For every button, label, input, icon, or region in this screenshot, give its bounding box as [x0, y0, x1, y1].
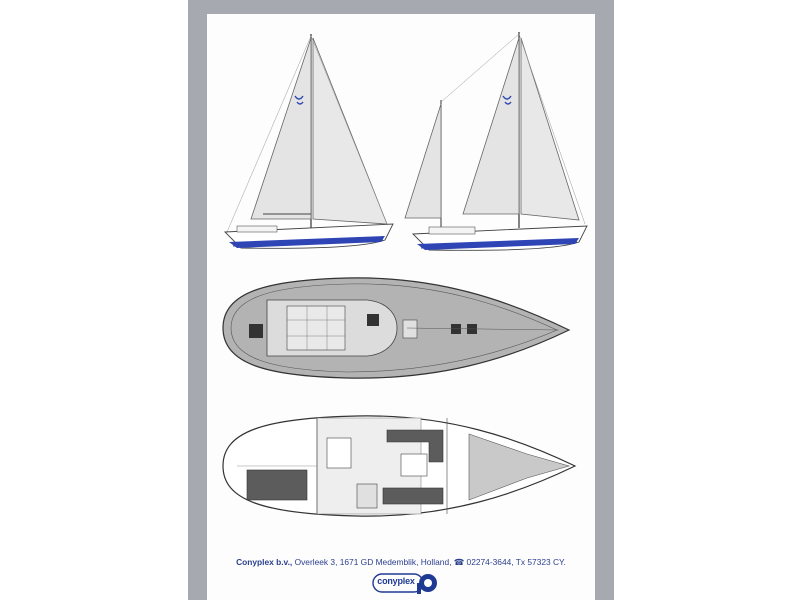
ketch-elevation: [404, 32, 588, 251]
logo-text: conyplex: [377, 576, 415, 586]
logo-shape: [372, 573, 437, 594]
sloop-elevation: [223, 34, 394, 249]
phone-telex: 02274-3644, Tx 57323 CY.: [466, 557, 566, 567]
interior-plan: [222, 415, 577, 517]
contact-line: Conyplex b.v., Overleek 3, 1671 GD Medem…: [207, 557, 595, 567]
company-address: Overleek 3, 1671 GD Medemblik, Holland,: [294, 557, 452, 567]
phone-icon: ☎: [453, 557, 465, 567]
yacht-drawings: [222, 32, 588, 517]
conyplex-logo: conyplex: [372, 573, 440, 595]
brochure-page: Conyplex b.v., Overleek 3, 1671 GD Medem…: [207, 14, 595, 600]
company-name: Conyplex b.v.,: [236, 557, 293, 567]
deck-plan: [222, 277, 571, 379]
